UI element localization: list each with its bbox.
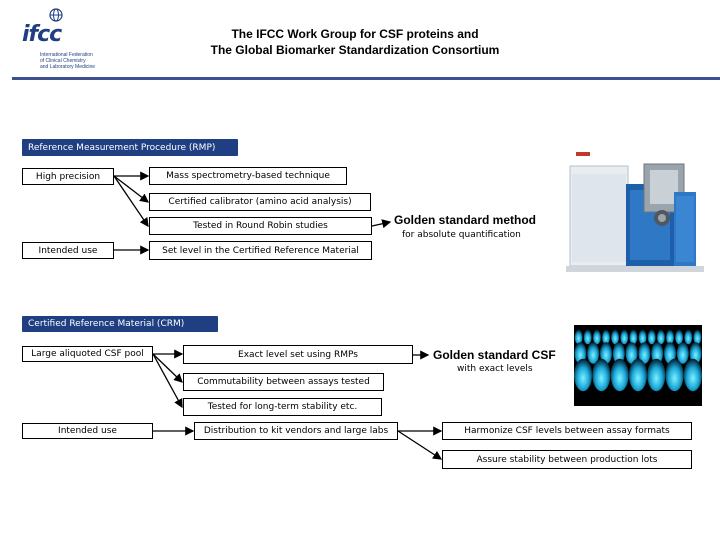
globe-icon — [49, 8, 63, 22]
vial — [675, 329, 684, 345]
vial — [592, 329, 601, 345]
assure-box: Assure stability between production lots — [442, 450, 692, 469]
vial — [665, 358, 684, 392]
vial — [689, 342, 702, 364]
high-precision-box: High precision — [22, 168, 114, 185]
logo-subtitle-2: of Clinical Chemistry — [40, 58, 86, 64]
logo-subtitle-1: International Federation — [40, 52, 93, 58]
vial — [684, 329, 693, 345]
vial — [629, 329, 638, 345]
vial — [587, 342, 600, 364]
vial — [602, 329, 610, 345]
vial — [574, 329, 583, 345]
vial — [620, 329, 629, 345]
tested-stability-box: Tested for long-term stability etc. — [183, 398, 382, 416]
set-level-box: Set level in the Certified Reference Mat… — [149, 241, 372, 260]
vial — [574, 358, 593, 392]
gold-standard-csf-title: Golden standard CSF — [433, 348, 556, 362]
logo-wordmark: ifcc — [22, 22, 62, 47]
vial — [664, 342, 676, 364]
round-robin-box: Tested in Round Robin studies — [149, 217, 372, 235]
vial — [638, 342, 651, 364]
gold-standard-csf-sub: with exact levels — [457, 364, 533, 374]
vial — [651, 342, 664, 364]
vial — [611, 329, 620, 345]
vial — [574, 342, 587, 364]
logo-subtitle-3: and Laboratory Medicine — [40, 64, 96, 70]
glowing-vials-image — [574, 325, 702, 406]
exact-level-box: Exact level set using RMPs — [183, 345, 413, 364]
vial — [683, 358, 702, 392]
vial — [693, 329, 702, 345]
harmonize-box: Harmonize CSF levels between assay forma… — [442, 422, 692, 440]
page-title-line1: The IFCC Work Group for CSF proteins and — [231, 27, 479, 41]
mass-spectrometer-image — [566, 144, 704, 272]
vial — [592, 358, 611, 392]
vial — [676, 342, 689, 364]
gold-standard-method-sub: for absolute quantification — [402, 230, 521, 240]
vial — [647, 358, 666, 392]
vial — [610, 358, 629, 392]
distribution-box: Distribution to kit vendors and large la… — [194, 422, 398, 440]
mass-spec-box: Mass spectrometry-based technique — [149, 167, 347, 185]
vial — [666, 329, 674, 345]
vial — [647, 329, 656, 345]
rmp-header: Reference Measurement Procedure (RMP) — [22, 139, 238, 156]
gold-standard-method-title: Golden standard method — [394, 213, 537, 227]
ifcc-logo: ifcc International Federation of Clinica… — [22, 8, 102, 70]
page-title-line2: The Global Biomarker Standardization Con… — [210, 43, 500, 57]
certified-calibrator-box: Certified calibrator (amino acid analysi… — [149, 193, 371, 211]
vial — [583, 329, 592, 345]
intended-use-box-rmp: Intended use — [22, 242, 114, 259]
vial — [612, 342, 625, 364]
vial — [629, 358, 647, 392]
vial — [638, 329, 647, 345]
large-aliquoted-box: Large aliquoted CSF pool — [22, 346, 153, 362]
commutability-box: Commutability between assays tested — [183, 373, 384, 391]
vial — [600, 342, 612, 364]
intended-use-box-crm: Intended use — [22, 423, 153, 439]
title-rule — [12, 77, 720, 80]
vial — [656, 329, 665, 345]
vial — [625, 342, 638, 364]
crm-header: Certified Reference Material (CRM) — [22, 316, 218, 332]
